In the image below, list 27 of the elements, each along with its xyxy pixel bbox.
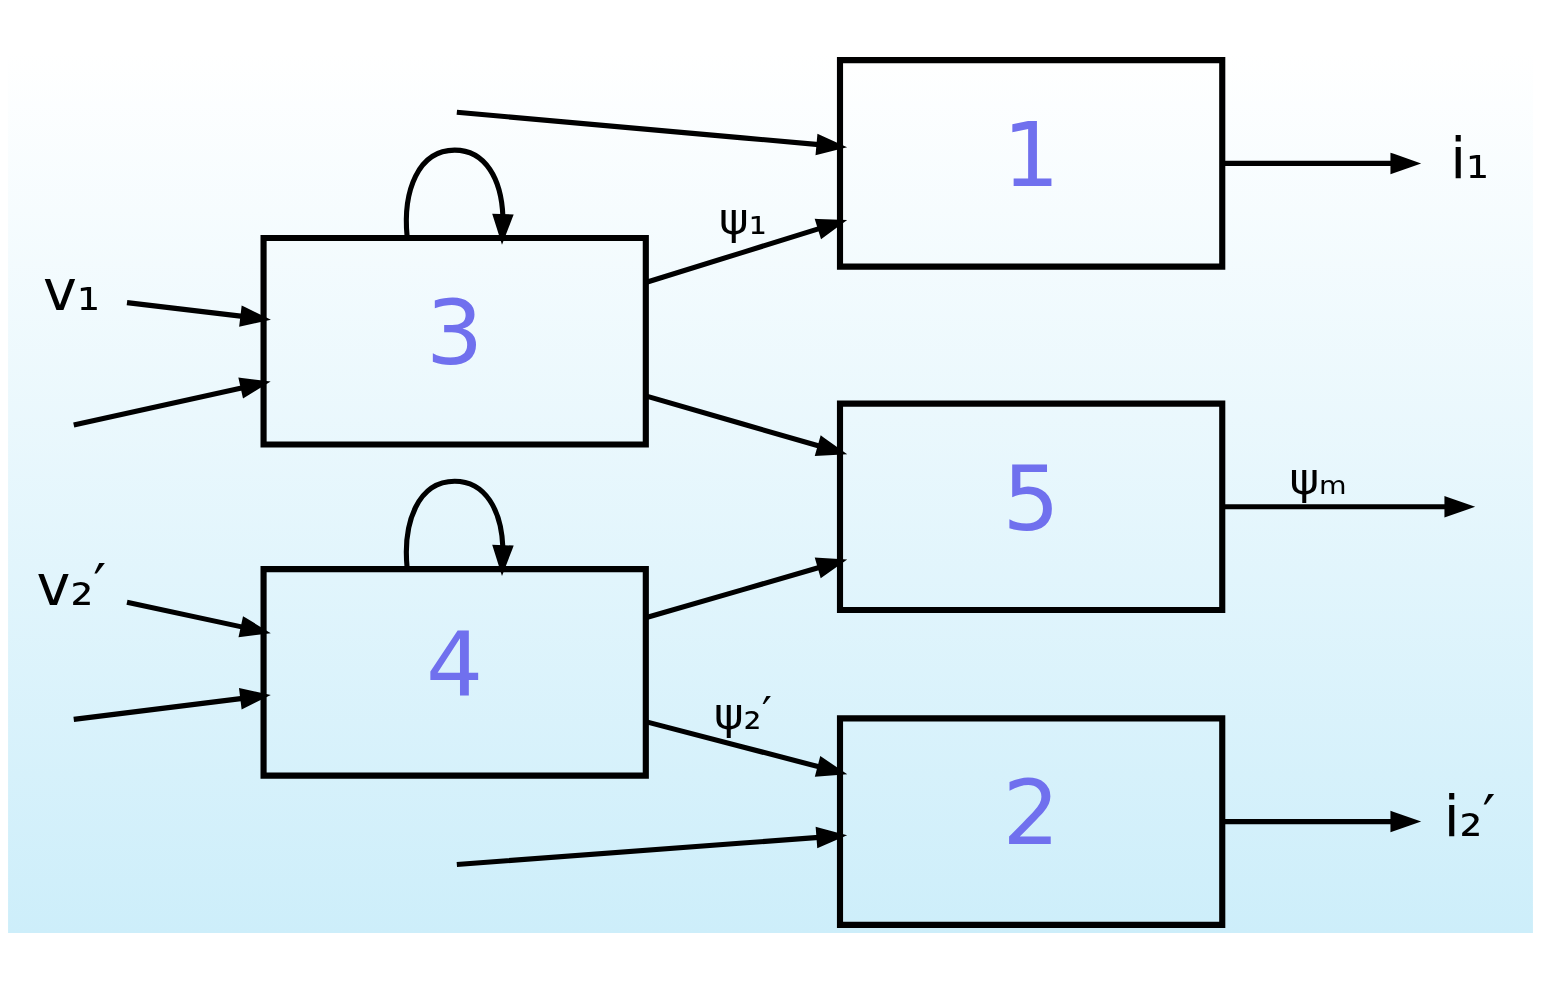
arrow xyxy=(126,599,271,637)
arrow xyxy=(645,718,848,777)
arrow xyxy=(403,147,514,245)
arrow xyxy=(456,109,848,155)
node-text: v₂′ xyxy=(36,551,107,618)
node-box: 5 xyxy=(836,400,1226,613)
node-box: 3 xyxy=(260,234,649,448)
arrow xyxy=(1222,495,1476,518)
edge-label: ψ₂′ xyxy=(713,686,772,740)
arrow xyxy=(403,478,514,576)
arrow xyxy=(456,826,848,867)
edge-label: ψₘ xyxy=(1289,451,1348,505)
node-text: i₁ xyxy=(1450,124,1489,191)
arrow xyxy=(645,393,848,456)
arrow xyxy=(645,557,848,620)
node-box: 2 xyxy=(836,714,1226,928)
arrow xyxy=(1222,152,1422,174)
arrow xyxy=(645,218,848,285)
arrow xyxy=(73,687,271,722)
arrow xyxy=(73,377,271,427)
node-box: 1 xyxy=(836,56,1226,270)
arrow xyxy=(1222,810,1422,832)
node-text: i₂′ xyxy=(1443,782,1496,849)
node-text: v₁ xyxy=(43,256,100,323)
arrow xyxy=(126,299,271,327)
node-box: 4 xyxy=(260,565,649,779)
edge-label: ψ₁ xyxy=(719,191,767,245)
